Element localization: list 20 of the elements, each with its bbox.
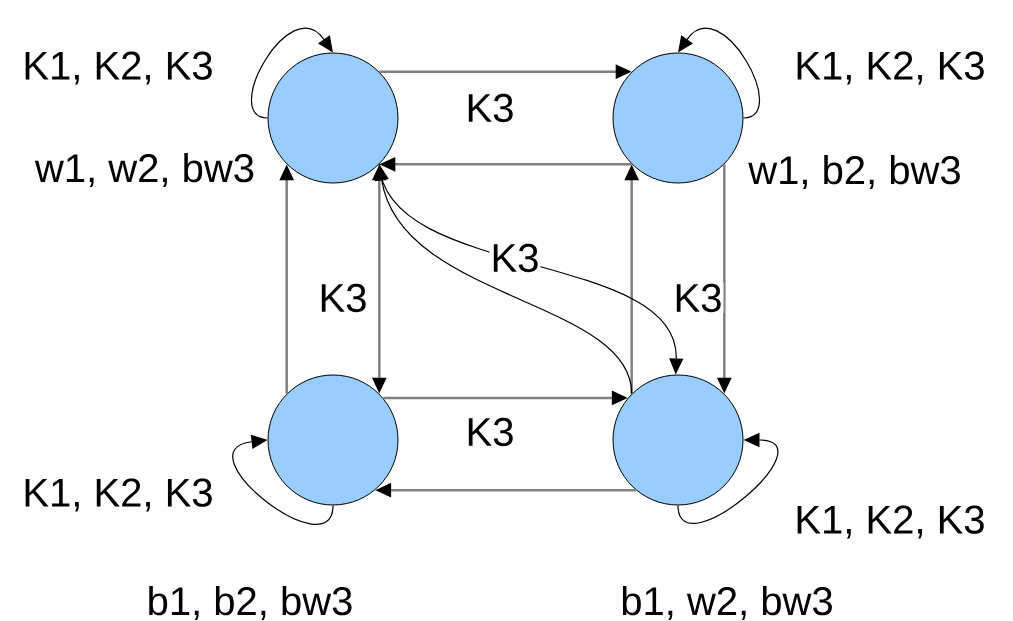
edge-label: K3	[464, 92, 516, 124]
edge-label: K1, K2, K3	[21, 50, 215, 86]
edge-label: K1, K2, K3	[21, 477, 215, 513]
arrow	[232, 434, 334, 525]
state-label: w1, b2, bw3	[748, 154, 960, 190]
arrow	[250, 27, 333, 119]
edge-label: K1, K2, K3	[793, 504, 987, 540]
edge-label: K3	[464, 416, 516, 448]
edge-label: K3	[317, 282, 369, 314]
state-label: b1, b2, bw3	[149, 585, 352, 621]
state-circle	[267, 374, 399, 506]
edge-label: K3	[672, 282, 724, 314]
state-label: w1, w2, bw3	[34, 152, 254, 188]
state-circle	[612, 52, 744, 184]
edge-label: K3	[489, 242, 541, 274]
arrow	[678, 27, 761, 119]
state-label: b1, w2, bw3	[622, 585, 832, 621]
edge-label: K1, K2, K3	[793, 50, 987, 86]
state-circle	[612, 374, 744, 506]
state-circle	[267, 52, 399, 184]
